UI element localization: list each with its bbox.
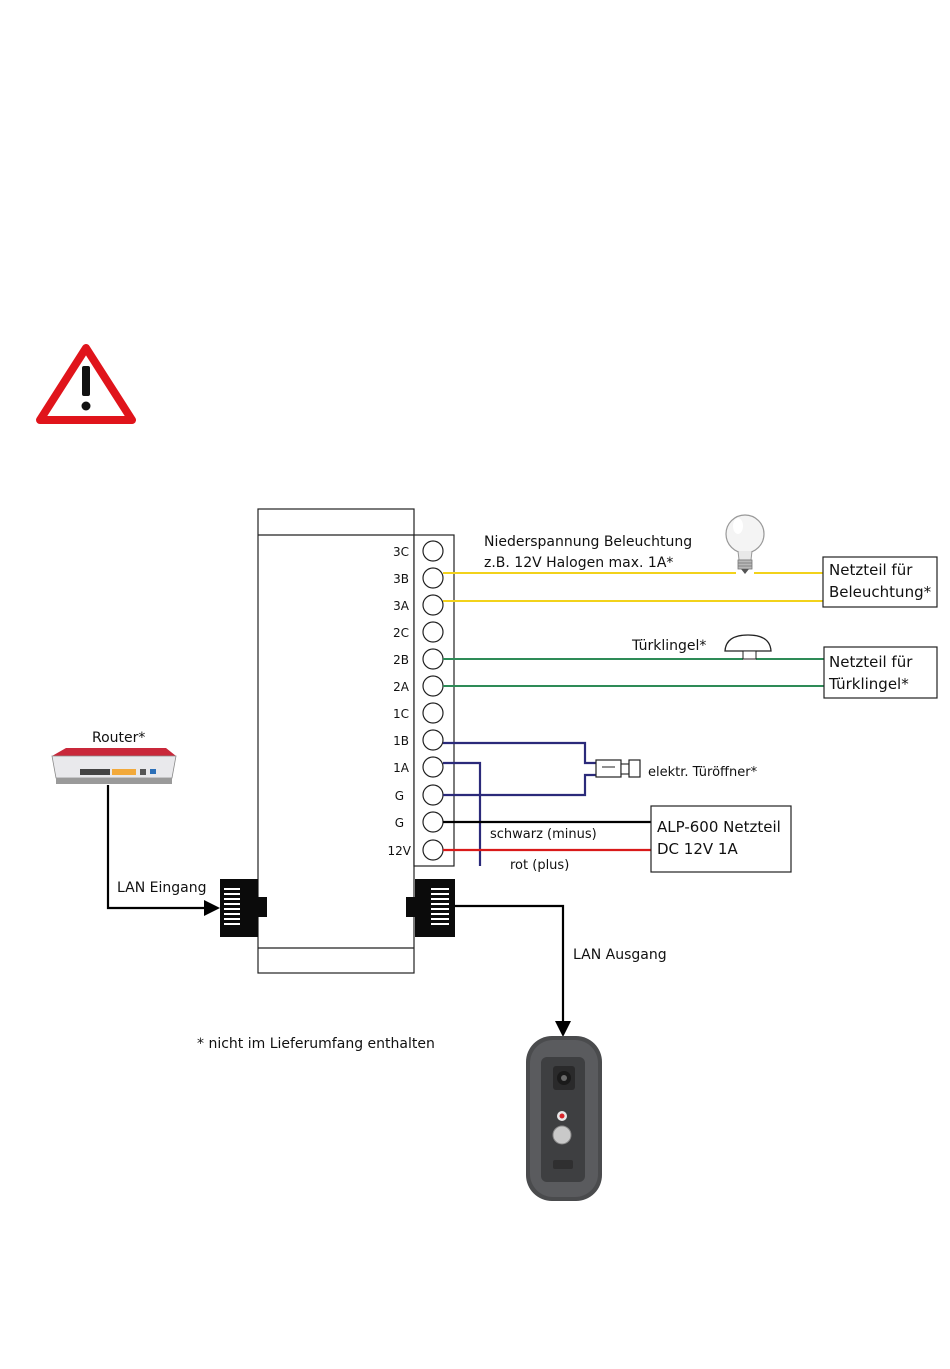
lan-out-label: LAN Ausgang	[573, 947, 667, 963]
warning-icon	[40, 348, 132, 420]
terminal-1B	[423, 730, 443, 750]
psu-lighting-label-line1: Netzteil für	[829, 561, 913, 579]
door-opener-icon	[596, 760, 640, 777]
terminal-1C	[423, 703, 443, 723]
lan-out-arrow-icon	[555, 1021, 571, 1037]
psu-doorbell-label-line2: Türklingel*	[828, 675, 909, 693]
terminal-label: 2C	[393, 626, 409, 640]
door-station-icon	[526, 1036, 602, 1201]
router-label: Router*	[92, 730, 145, 746]
terminal-label: 3B	[393, 572, 409, 586]
black-minus-label: schwarz (minus)	[490, 827, 597, 842]
terminal-2B	[423, 649, 443, 669]
terminal-2C	[423, 622, 443, 642]
psu-lighting-label-line2: Beleuchtung*	[829, 583, 932, 601]
doorbell-label: Türklingel*	[631, 638, 706, 654]
psu-doorbell-label-line1: Netzteil für	[829, 653, 913, 671]
terminal-label: 3A	[393, 599, 410, 613]
terminal-3A	[423, 595, 443, 615]
terminal-label: 1A	[393, 761, 410, 775]
terminal-label: 2B	[393, 653, 409, 667]
terminal-label: G	[395, 816, 404, 830]
doorbell-wires	[443, 659, 824, 686]
lan-in-label: LAN Eingang	[117, 880, 206, 896]
terminal-G2	[423, 812, 443, 832]
lighting-label-line2: z.B. 12V Halogen max. 1A*	[484, 555, 673, 571]
terminal-label: 2A	[393, 680, 410, 694]
router-icon	[52, 748, 176, 784]
psu-main-label-line2: DC 12V 1A	[657, 840, 738, 858]
lan-out-cable	[455, 906, 563, 1025]
terminal-3B	[423, 568, 443, 588]
terminal-label: 12V	[388, 844, 412, 858]
terminal-label: 3C	[393, 545, 409, 559]
terminal-label: 1B	[393, 734, 409, 748]
terminal-3C	[423, 541, 443, 561]
light-bulb-icon	[726, 515, 764, 574]
door-opener-wires	[443, 743, 596, 866]
doorbell-icon	[725, 635, 771, 659]
red-plus-label: rot (plus)	[510, 858, 569, 873]
terminal-2A	[423, 676, 443, 696]
footnote: * nicht im Lieferumfang enthalten	[197, 1036, 435, 1052]
terminal-label: 1C	[393, 707, 409, 721]
lighting-wires	[443, 573, 824, 601]
psu-main-box	[651, 806, 791, 872]
terminal-1A	[423, 757, 443, 777]
psu-main-label-line1: ALP-600 Netzteil	[657, 818, 781, 836]
terminal-label: G	[395, 789, 404, 803]
terminal-G1	[423, 785, 443, 805]
door-opener-label: elektr. Türöffner*	[648, 765, 758, 780]
terminal-12V	[423, 840, 443, 860]
lighting-label-line1: Niederspannung Beleuchtung	[484, 534, 692, 550]
lan-in-arrow-icon	[204, 900, 220, 916]
